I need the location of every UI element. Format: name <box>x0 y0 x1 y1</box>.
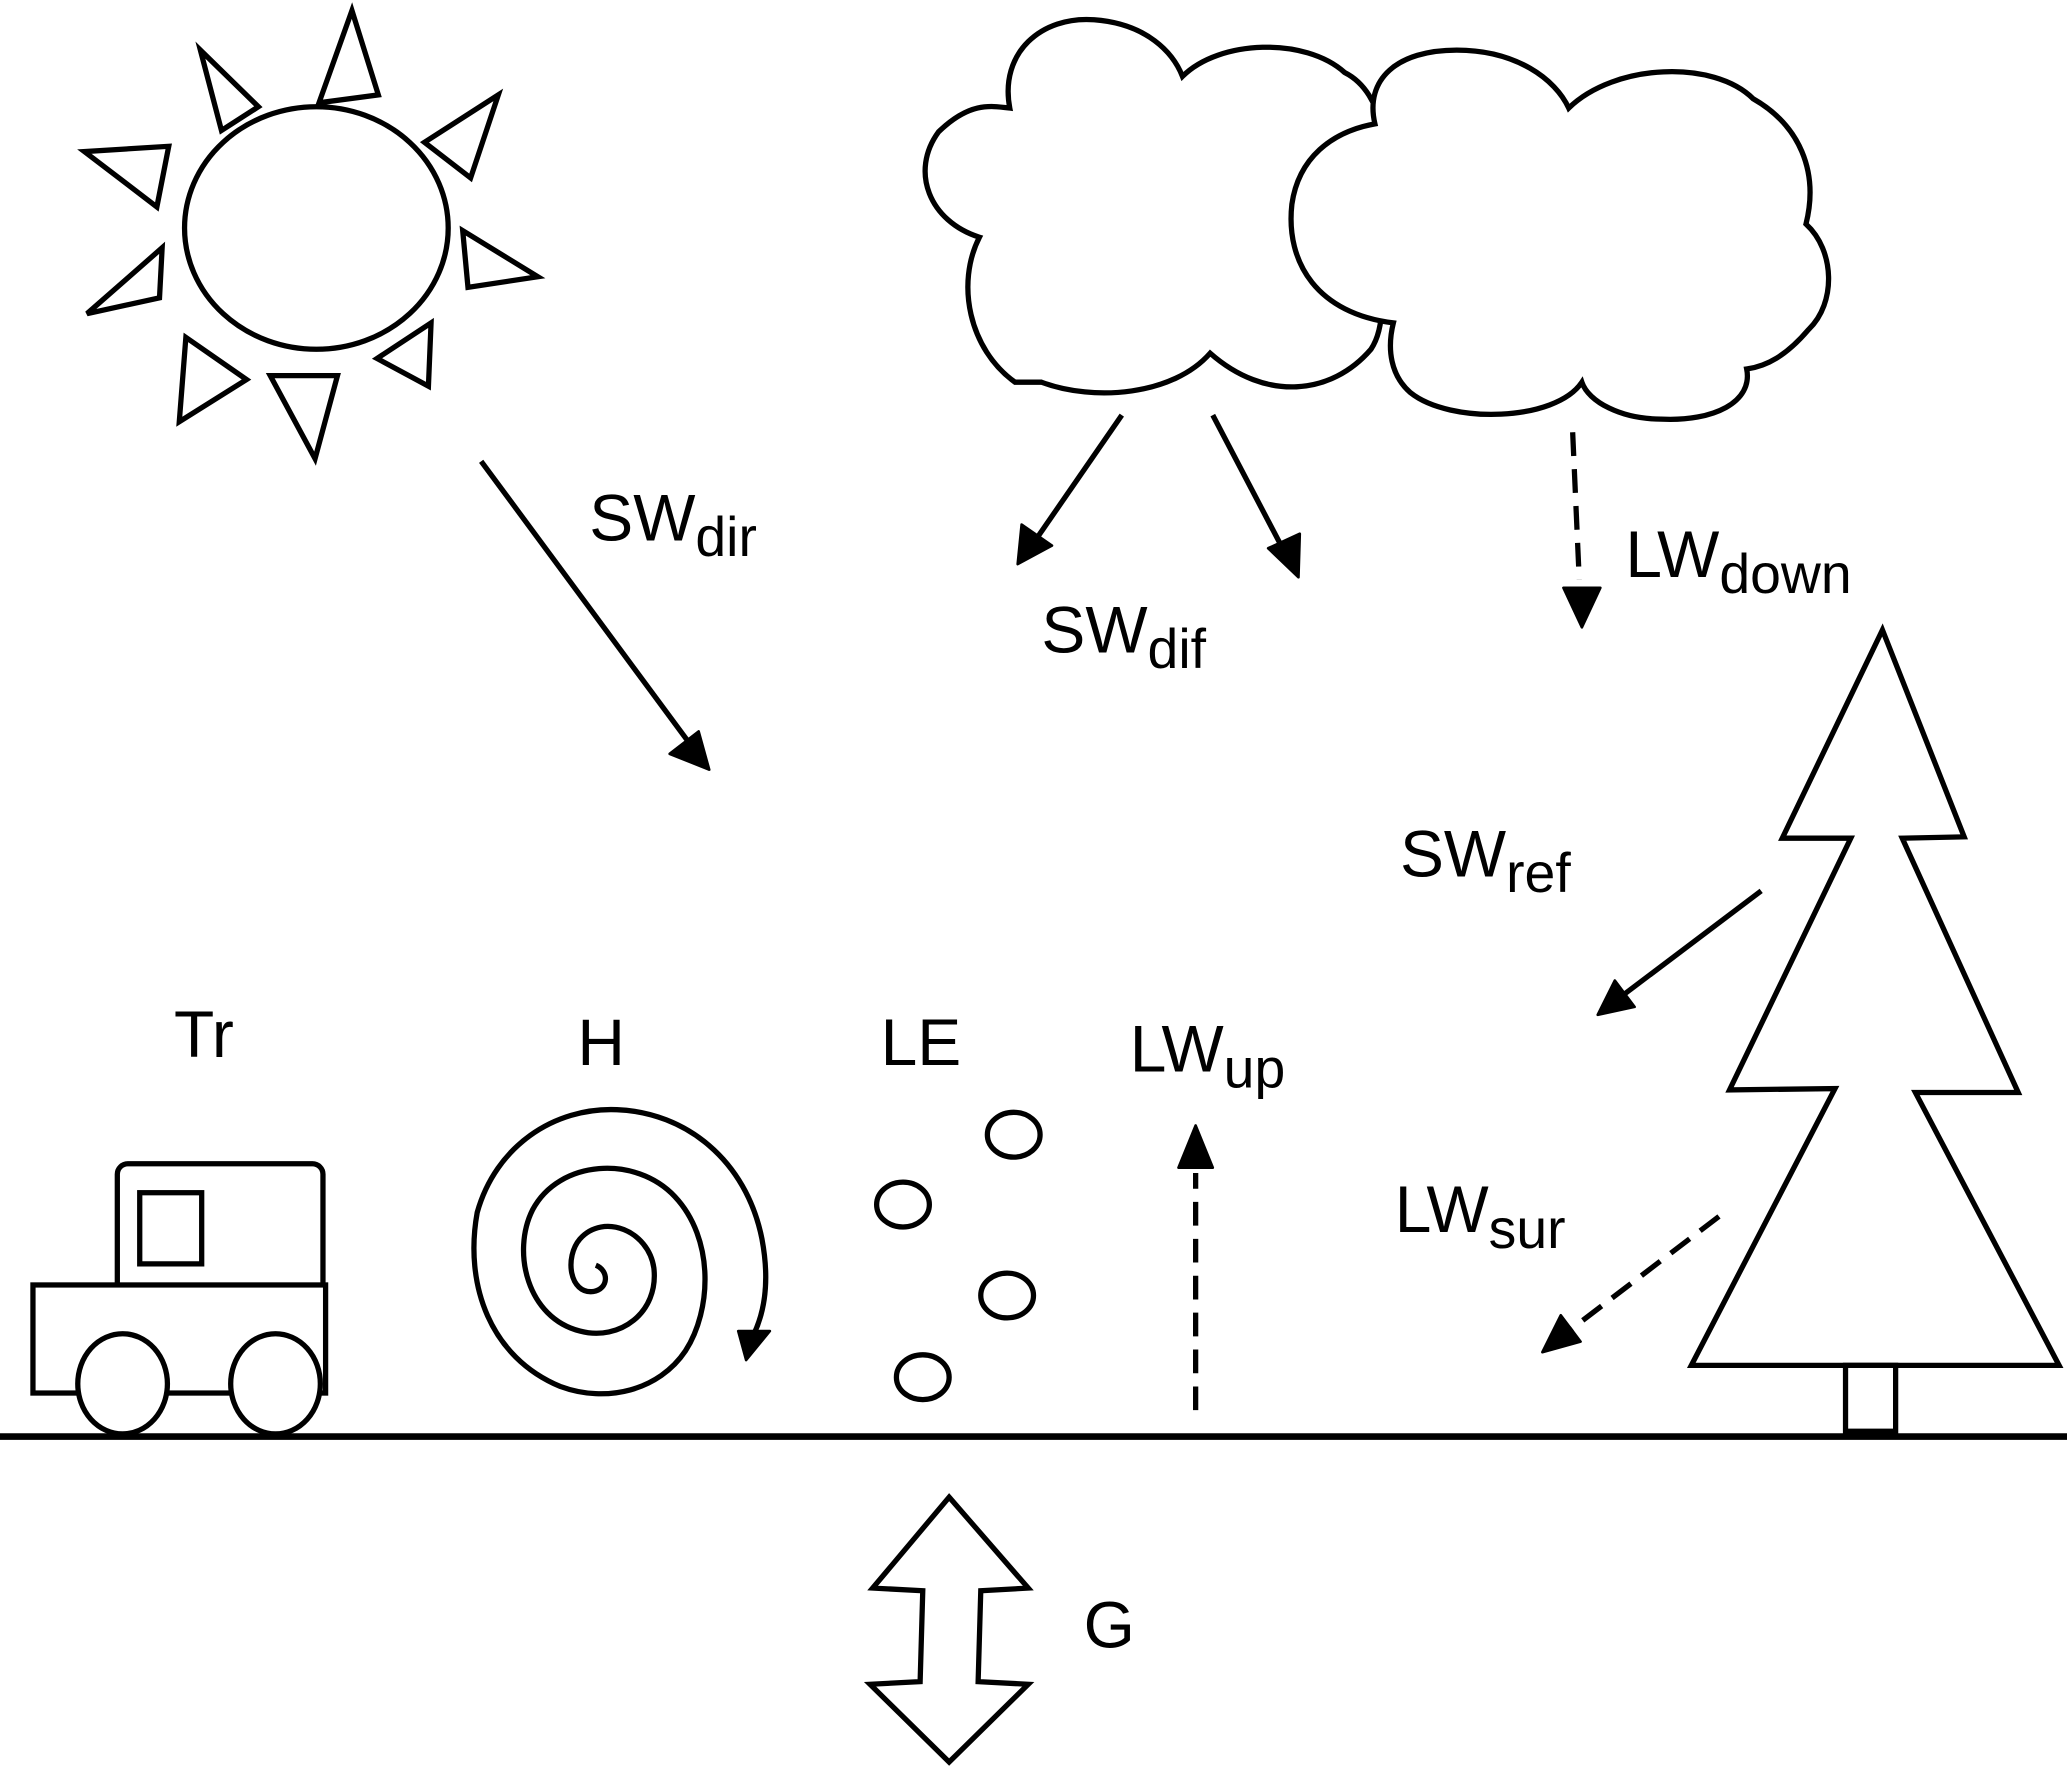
h-label: H <box>577 1005 625 1079</box>
sw-dir-label: SWdir <box>589 480 757 568</box>
tree-icon <box>1686 623 2064 1434</box>
sw-dif-arrows <box>1016 413 1302 579</box>
lw-down-label: LWdown <box>1625 517 1851 605</box>
lw-sur-arrow <box>1541 1214 1721 1354</box>
ground-heat-arrow <box>863 1493 1035 1766</box>
turbulence-spiral-icon <box>471 1107 772 1397</box>
tr-label: Tr <box>174 997 234 1071</box>
vehicle-icon <box>30 1161 329 1437</box>
sw-ref-arrow <box>1596 888 1763 1017</box>
vapor-bubbles-icon <box>873 1109 1043 1403</box>
cloud-icon <box>922 16 1832 422</box>
le-label: LE <box>881 1005 962 1079</box>
lw-up-label: LWup <box>1130 1011 1286 1099</box>
lw-down-arrow <box>1562 432 1602 629</box>
lw-sur-label: LWsur <box>1395 1172 1566 1260</box>
sw-dir-arrow <box>479 459 711 771</box>
lw-up-arrow <box>1177 1124 1215 1411</box>
sw-ref-label: SWref <box>1400 816 1571 904</box>
g-label: G <box>1084 1587 1135 1661</box>
sun-icon <box>77 2 546 466</box>
sw-dif-label: SWdif <box>1041 592 1206 680</box>
